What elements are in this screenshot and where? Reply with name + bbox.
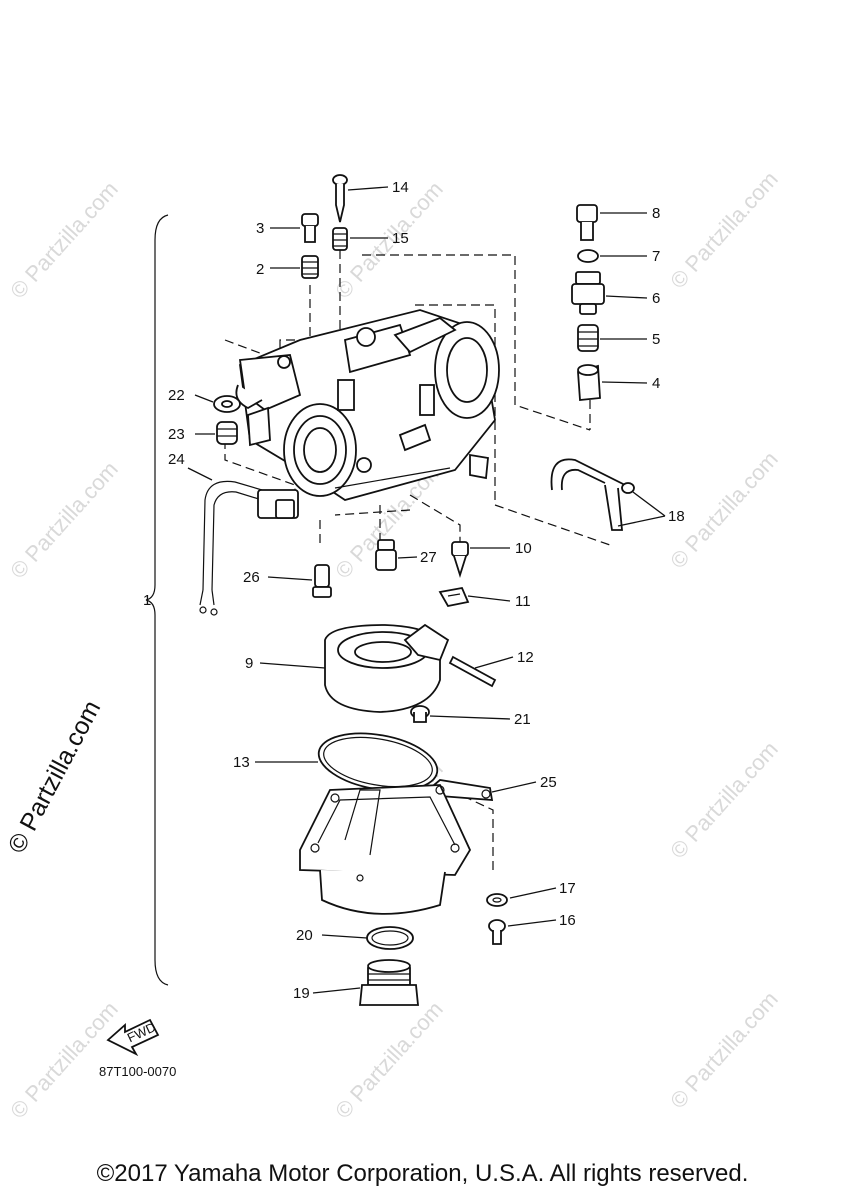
copyright-notice: ©2017 Yamaha Motor Corporation, U.S.A. A… [96, 1160, 749, 1187]
part-15-spring [332, 227, 348, 251]
callout-15: 15 [392, 230, 409, 247]
part-19-drain-plug [359, 959, 419, 1006]
part-9-float [324, 623, 450, 713]
callout-11: 11 [515, 593, 531, 610]
carburetor-body [235, 309, 500, 501]
watermark-text: © Partzilla.com [5, 456, 123, 583]
part-7-washer [577, 249, 599, 263]
watermark-text: © Partzilla.com [5, 996, 123, 1123]
callout-13: 13 [233, 754, 250, 771]
part-24-wire-lead [199, 480, 299, 616]
part-3-screw [301, 213, 319, 243]
part-4-plunger [577, 364, 601, 401]
part-11-clip [438, 586, 470, 608]
float-chamber [299, 784, 472, 915]
watermark-text: © Partzilla.com [330, 996, 448, 1123]
callout-20: 20 [296, 927, 313, 944]
callout-10: 10 [515, 540, 532, 557]
callout-1: 1 [143, 592, 151, 609]
callout-18: 18 [668, 508, 685, 525]
callout-16: 16 [559, 912, 576, 929]
callout-26: 26 [243, 569, 260, 586]
callout-leaders [187, 186, 666, 994]
part-22-washer [213, 395, 241, 413]
part-5-spring [577, 324, 599, 352]
part-23-spring [216, 421, 238, 445]
part-14-screw [332, 174, 348, 223]
callout-22: 22 [168, 387, 185, 404]
callout-2: 2 [256, 261, 264, 278]
callout-27: 27 [420, 549, 437, 566]
watermark-main: © Partzilla.com [3, 696, 107, 858]
callout-19: 19 [293, 985, 310, 1002]
callout-7: 7 [652, 248, 660, 265]
callout-3: 3 [256, 220, 264, 237]
part-10-needle-valve [451, 541, 469, 578]
fwd-arrow: FWD [106, 1018, 160, 1057]
watermark-text: © Partzilla.com [665, 166, 783, 293]
part-16-screw [488, 919, 506, 945]
callout-5: 5 [652, 331, 660, 348]
callout-17: 17 [559, 880, 576, 897]
part-20-o-ring [366, 926, 414, 950]
callout-4: 4 [652, 375, 660, 392]
callout-12: 12 [517, 649, 534, 666]
callout-9: 9 [245, 655, 253, 672]
part-8-screw [576, 204, 598, 241]
callout-23: 23 [168, 426, 185, 443]
callout-24: 24 [168, 451, 185, 468]
callout-labels: 1 2 3 4 5 6 7 8 9 10 11 12 13 14 15 16 1… [143, 179, 685, 1002]
callout-21: 21 [514, 711, 531, 728]
part-2-spring [301, 255, 319, 279]
diagram-code: 87T100-0070 [99, 1064, 176, 1079]
part-18-hose [550, 458, 635, 531]
watermark-text: © Partzilla.com [5, 176, 123, 303]
part-26-jet [312, 564, 332, 598]
callout-6: 6 [652, 290, 660, 307]
callout-14: 14 [392, 179, 409, 196]
callout-25: 25 [540, 774, 557, 791]
assembly-bracket [145, 214, 169, 986]
part-27-jet [375, 539, 397, 571]
part-12-float-pin [448, 655, 497, 688]
part-21-screw [410, 705, 430, 723]
part-17-washer [486, 893, 508, 907]
watermark-text: © Partzilla.com [665, 736, 783, 863]
callout-8: 8 [652, 205, 660, 222]
part-6-valve-seat [571, 271, 605, 315]
watermark-text: © Partzilla.com [665, 986, 783, 1113]
